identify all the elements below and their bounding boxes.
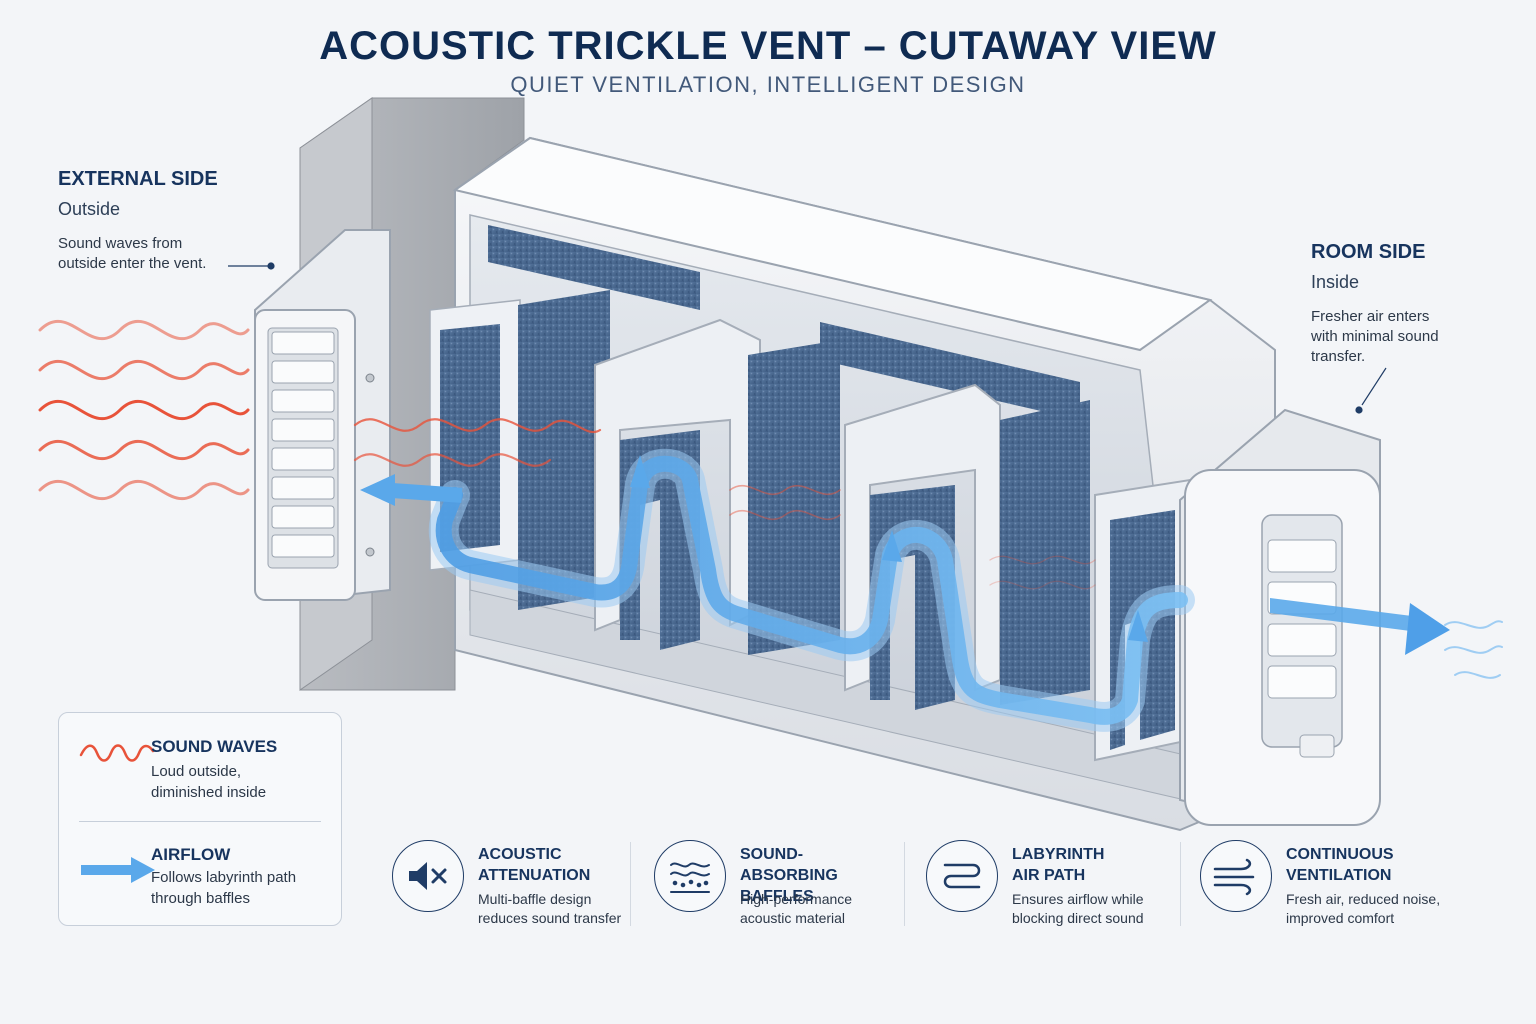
- feature-title-line: BAFFLES: [740, 888, 814, 905]
- feature-title-line: ATTENUATION: [478, 867, 591, 884]
- top-foam-strip: [488, 225, 1080, 420]
- feature-desc: Multi-baffle design reduces sound transf…: [478, 890, 648, 928]
- leader-line: [228, 262, 1387, 414]
- feature-title-line: VENTILATION: [1286, 867, 1392, 884]
- feature-sound-absorbing-baffles: SOUND-ABSORBING BAFFLES High-performance…: [654, 838, 904, 938]
- room-side-desc-line: transfer.: [1311, 348, 1366, 365]
- feature-title-line: SOUND-ABSORBING: [740, 846, 838, 884]
- feature-desc: Fresh air, reduced noise, improved comfo…: [1286, 890, 1456, 928]
- legend-sound-heading: SOUND WAVES: [151, 737, 278, 756]
- airflow-arrow: [360, 455, 1148, 642]
- feature-desc-line: Ensures airflow while: [1012, 891, 1144, 907]
- feature-title: ACOUSTIC ATTENUATION: [478, 844, 638, 886]
- room-side-desc: Fresher air enters with minimal sound tr…: [1311, 307, 1511, 367]
- external-side-desc-line: Sound waves from: [58, 235, 183, 252]
- external-side-sub: Outside: [58, 199, 121, 219]
- feature-divider: [1180, 842, 1181, 926]
- airflow-arrow-icon: [81, 857, 155, 883]
- legend-sound-desc-line: diminished inside: [151, 784, 267, 801]
- external-side-desc-line: outside enter the vent.: [58, 255, 207, 272]
- feature-labyrinth-air-path: LABYRINTH AIR PATH Ensures airflow while…: [926, 838, 1176, 938]
- room-side-desc-line: Fresher air enters: [1311, 308, 1430, 325]
- feature-divider: [904, 842, 905, 926]
- feature-desc-line: Multi-baffle design: [478, 891, 592, 907]
- feature-divider: [630, 842, 631, 926]
- feature-desc: High-performance acoustic material: [740, 890, 910, 928]
- legend: SOUND WAVES Loud outside, diminished ins…: [58, 712, 342, 926]
- feature-title-line: ACOUSTIC: [478, 846, 562, 863]
- feature-title: LABYRINTH AIR PATH: [1012, 844, 1172, 886]
- absorbing-material-icon: [654, 840, 726, 912]
- sound-wave-outside: [38, 319, 250, 501]
- feature-desc-line: blocking direct sound: [1012, 910, 1144, 926]
- feature-desc-line: Fresh air, reduced noise,: [1286, 891, 1441, 907]
- legend-airflow-heading: AIRFLOW: [151, 845, 231, 864]
- wind-icon: [1200, 840, 1272, 912]
- feature-desc: Ensures airflow while blocking direct so…: [1012, 890, 1182, 928]
- room-side-desc-line: with minimal sound: [1311, 328, 1439, 345]
- legend-airflow-desc: Follows labyrinth path through baffles: [151, 867, 296, 909]
- feature-desc-line: High-performance: [740, 891, 853, 907]
- sound-wave-inside: [353, 418, 1096, 590]
- feature-title: SOUND-ABSORBING BAFFLES: [740, 844, 900, 907]
- room-side-sub: Inside: [1311, 272, 1360, 292]
- feature-desc-line: improved comfort: [1286, 910, 1395, 926]
- legend-airflow-desc-line: Follows labyrinth path: [151, 869, 297, 886]
- room-grille: [1179, 408, 1381, 827]
- page-subtitle: QUIET VENTILATION, INTELLIGENT DESIGN: [510, 72, 1026, 97]
- airflow-path: [428, 448, 1195, 732]
- feature-continuous-ventilation: CONTINUOUS VENTILATION Fresh air, reduce…: [1200, 838, 1450, 938]
- page-title: ACOUSTIC TRICKLE VENT – CUTAWAY VIEW: [319, 24, 1217, 68]
- speaker-muted-icon: [392, 840, 464, 912]
- feature-title: CONTINUOUS VENTILATION: [1286, 844, 1446, 886]
- feature-desc-line: reduces sound transfer: [478, 910, 622, 926]
- feature-title-line: LABYRINTH: [1012, 846, 1105, 863]
- legend-sound-desc-line: Loud outside,: [151, 763, 242, 780]
- legend-airflow-desc-line: through baffles: [151, 890, 250, 907]
- feature-desc-line: acoustic material: [740, 910, 846, 926]
- external-side-callout: EXTERNAL SIDE Outside Sound waves from o…: [58, 168, 298, 274]
- feature-title-line: CONTINUOUS: [1286, 846, 1394, 863]
- external-side-desc: Sound waves from outside enter the vent.: [58, 234, 298, 274]
- room-side-heading: ROOM SIDE: [1311, 241, 1426, 263]
- legend-divider: [79, 821, 321, 822]
- external-grille: [254, 229, 391, 602]
- feature-title-line: AIR PATH: [1012, 867, 1086, 884]
- airflow-exit-arrow: [1270, 598, 1450, 655]
- room-side-callout: ROOM SIDE Inside Fresher air enters with…: [1311, 241, 1511, 367]
- fresh-air-lines: [1444, 620, 1503, 679]
- external-side-heading: EXTERNAL SIDE: [58, 168, 218, 190]
- sound-wave-icon: [79, 744, 155, 762]
- labyrinth-path-icon: [926, 840, 998, 912]
- legend-sound-desc: Loud outside, diminished inside: [151, 761, 266, 803]
- feature-acoustic-attenuation: ACOUSTIC ATTENUATION Multi-baffle design…: [392, 838, 642, 938]
